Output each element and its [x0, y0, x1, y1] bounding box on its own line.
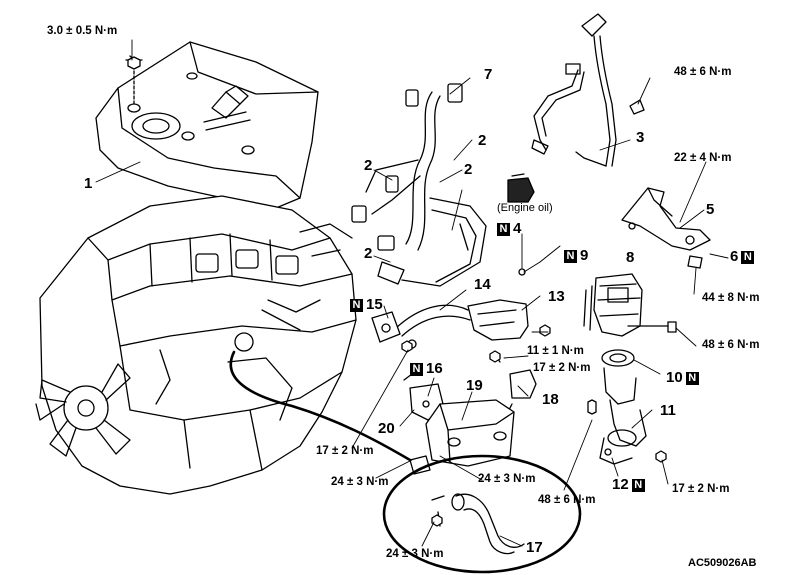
diagram-code: AC509026AB — [688, 557, 757, 569]
callout-2c: 2 — [464, 161, 473, 178]
callout-13: 13 — [548, 288, 565, 305]
highlight-circle — [382, 454, 582, 574]
cooling-fan-part — [35, 363, 131, 457]
torque-egr-pipe-bolt: 48 ± 6 N·m — [538, 494, 596, 506]
callout-6-number: 6 — [730, 248, 739, 265]
callout-16-number: 16 — [426, 360, 443, 377]
callout-7: 7 — [484, 66, 493, 83]
torque-bracket-bolt: 22 ± 4 N·m — [674, 152, 732, 164]
oil-dipstick-part — [523, 13, 617, 273]
callout-18: 18 — [542, 391, 559, 408]
hose-part — [431, 493, 525, 555]
wiring-harness-part — [351, 83, 487, 287]
callout-9-number: 9 — [580, 247, 589, 264]
oil-filler-cap-part — [507, 173, 535, 276]
torque-dipstick-bolt: 48 ± 6 N·m — [674, 66, 732, 78]
torque-cooler-bolt-center: 24 ± 3 N·m — [478, 473, 536, 485]
torque-egr-valve-bolt: 48 ± 6 N·m — [702, 339, 760, 351]
callout-2b: 2 — [364, 157, 373, 174]
callout-15-number: 15 — [366, 296, 383, 313]
torque-cooler-bolt-left: 24 ± 3 N·m — [331, 476, 389, 488]
water-pipe-part — [371, 304, 471, 349]
n-mark-9: N — [564, 250, 577, 263]
n-mark-6: N — [741, 251, 755, 264]
bracket-part — [621, 99, 711, 269]
egr-valve-part — [583, 273, 677, 337]
highlight-arrow — [229, 350, 412, 462]
callout-2d: 2 — [364, 245, 373, 262]
n-mark-12: N — [631, 479, 645, 492]
torque-cover-bolt: 3.0 ± 0.5 N·m — [47, 25, 118, 37]
engine-cover-part — [95, 41, 319, 209]
torque-egr-pipe-nut: 17 ± 2 N·m — [672, 483, 730, 495]
callout-14: 14 — [474, 276, 491, 293]
n-mark-4: N — [497, 223, 510, 236]
torque-bracket-nut: 44 ± 8 N·m — [702, 292, 760, 304]
callout-11: 11 — [660, 402, 676, 419]
callout-5: 5 — [706, 201, 715, 218]
engine-oil-note: (Engine oil) — [497, 202, 553, 214]
callout-8: 8 — [626, 249, 635, 266]
egr-pipe-part — [599, 349, 647, 465]
callout-17: 17 — [526, 539, 543, 556]
torque-heat-shield-bolt: 11 ± 1 N·m — [527, 345, 584, 357]
callout-19: 19 — [466, 377, 483, 394]
n-mark-10: N — [685, 372, 699, 385]
callout-3: 3 — [636, 129, 645, 146]
torque-pipe-bolt: 17 ± 2 N·m — [533, 362, 591, 374]
n-mark-15: N — [350, 299, 363, 312]
callout-12-number: 12 — [612, 476, 629, 493]
engine-block-part — [39, 195, 357, 495]
torque-gasket-nut: 17 ± 2 N·m — [316, 445, 374, 457]
callout-2a: 2 — [478, 132, 487, 149]
torque-hose-bolt: 24 ± 3 N·m — [386, 548, 444, 560]
callout-10-number: 10 — [666, 369, 683, 386]
n-mark-16: N — [410, 363, 423, 376]
leader-lines — [95, 39, 729, 547]
callout-1: 1 — [84, 175, 93, 192]
callout-4-number: 4 — [513, 220, 522, 237]
callout-20: 20 — [378, 420, 395, 437]
bolt-markers — [127, 56, 667, 527]
